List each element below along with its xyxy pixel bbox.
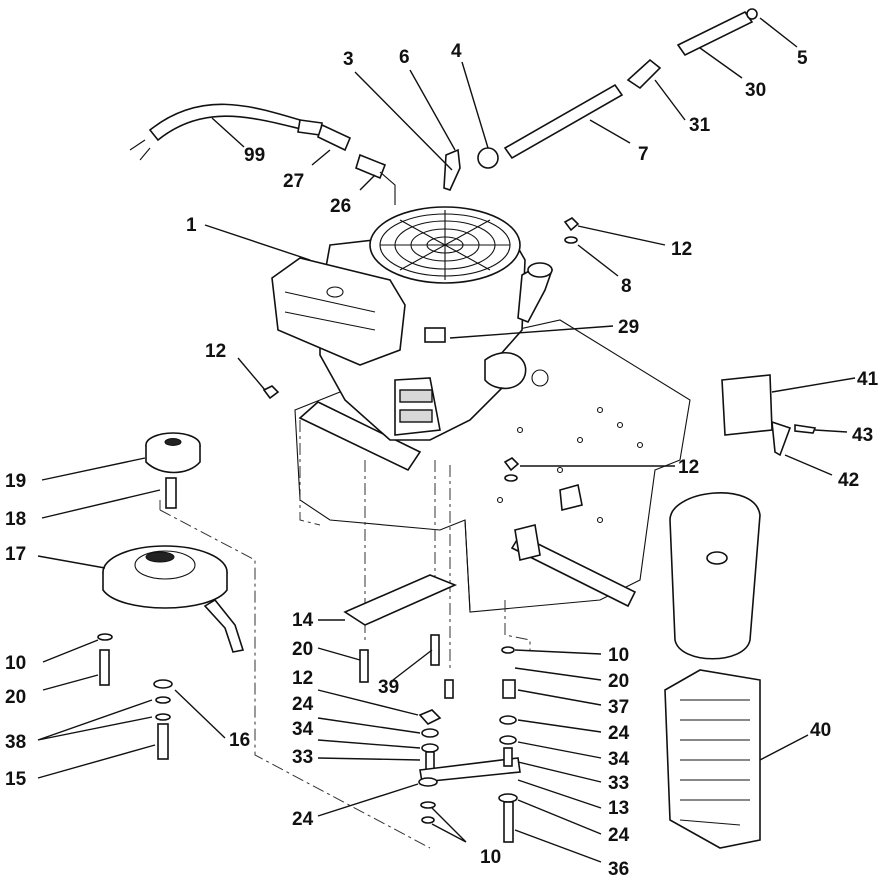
callout-26: 26 <box>330 196 352 217</box>
callout-20-right: 20 <box>608 671 630 692</box>
callout-16: 16 <box>229 730 251 751</box>
callout-36: 36 <box>608 859 630 880</box>
callout-34-right: 34 <box>608 749 630 770</box>
callout-39: 39 <box>378 677 400 698</box>
engine-fasteners <box>262 217 583 512</box>
callout-24-upper-left: 24 <box>292 694 314 715</box>
callout-24-lower-left: 24 <box>292 809 314 830</box>
clutch-assembly <box>97 432 245 760</box>
callout-10-left: 10 <box>5 653 27 674</box>
callout-1: 1 <box>186 215 197 236</box>
callout-7: 7 <box>638 144 649 165</box>
callout-27: 27 <box>283 171 305 192</box>
callout-14: 14 <box>292 610 314 631</box>
callout-20-left: 20 <box>5 687 27 708</box>
callout-15: 15 <box>5 769 27 790</box>
callout-4: 4 <box>451 41 462 62</box>
muffler-assembly <box>664 374 817 849</box>
callout-8: 8 <box>621 276 632 297</box>
callout-37: 37 <box>608 697 630 718</box>
callout-19: 19 <box>5 471 27 492</box>
callout-17: 17 <box>5 544 27 565</box>
fuel-line-assembly <box>129 8 758 205</box>
callout-99: 99 <box>244 145 266 166</box>
callout-41: 41 <box>857 369 879 390</box>
callout-43: 43 <box>852 425 874 446</box>
callout-12-top: 12 <box>671 239 693 260</box>
callout-33-left: 33 <box>292 747 314 768</box>
callout-12-bracket: 12 <box>292 668 314 689</box>
callout-6: 6 <box>399 47 410 68</box>
callout-5: 5 <box>797 48 808 69</box>
callout-12-mid: 12 <box>678 457 700 478</box>
callout-42: 42 <box>838 470 860 491</box>
callout-10-right: 10 <box>608 645 630 666</box>
callout-30: 30 <box>745 80 767 101</box>
callout-3: 3 <box>343 49 354 70</box>
bracket-assembly <box>159 460 531 849</box>
callout-31: 31 <box>689 115 711 136</box>
callout-40: 40 <box>810 720 832 741</box>
callout-33-right: 33 <box>608 773 630 794</box>
engine <box>271 206 554 441</box>
callout-38: 38 <box>5 732 27 753</box>
drive-tube <box>298 401 637 608</box>
callout-13: 13 <box>608 798 630 819</box>
callout-18: 18 <box>5 509 27 530</box>
callout-29: 29 <box>618 317 640 338</box>
callout-34-left: 34 <box>292 719 314 740</box>
callout-24-lower-right: 24 <box>608 825 630 846</box>
callout-12-left: 12 <box>205 341 227 362</box>
callout-20-center: 20 <box>292 639 314 660</box>
callout-24-upper-right: 24 <box>608 723 630 744</box>
leader-lines <box>37 17 856 863</box>
callout-10-bottom: 10 <box>480 847 502 868</box>
